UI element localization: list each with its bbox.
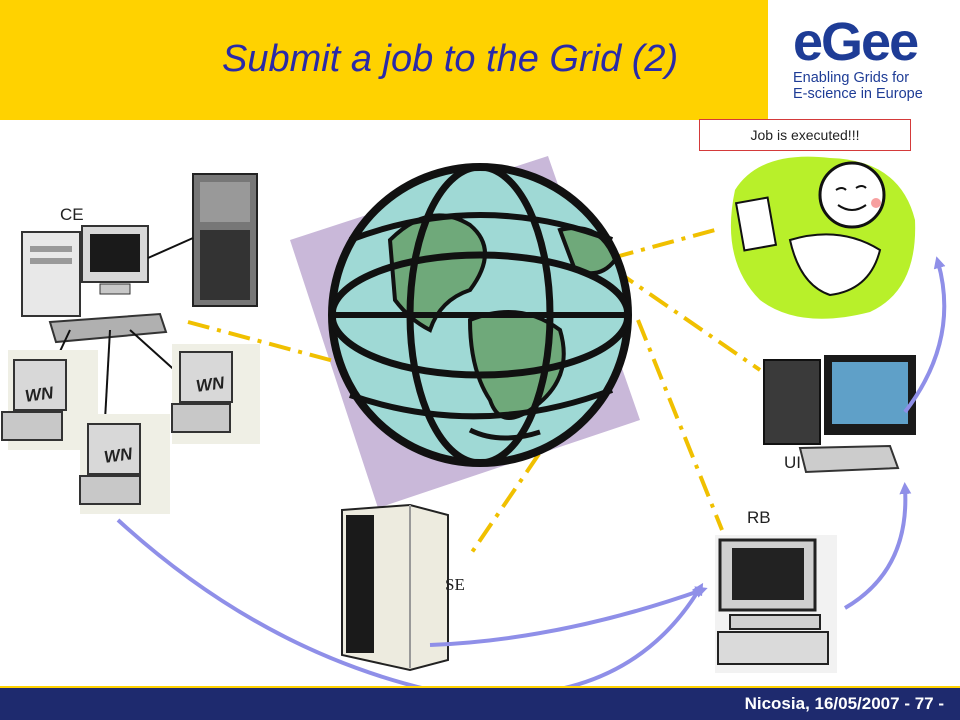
header-band bbox=[0, 0, 768, 120]
label-wn-2: WN bbox=[194, 373, 226, 396]
link-globe-rb bbox=[636, 319, 724, 531]
label-wn-3: WN bbox=[102, 444, 134, 467]
rb-computer bbox=[715, 535, 837, 673]
ce-computer bbox=[21, 225, 168, 344]
egee-logo: eGee bbox=[793, 12, 919, 72]
logo-area bbox=[768, 0, 960, 120]
logo-tagline-line2: E-science in Europe bbox=[793, 86, 923, 102]
label-se: SE bbox=[445, 575, 465, 594]
network-links bbox=[187, 228, 762, 557]
link-ce-globe bbox=[187, 320, 346, 366]
footer-bar bbox=[0, 688, 960, 720]
arrow-ui-to-user bbox=[903, 256, 947, 414]
ui-computer bbox=[763, 355, 916, 474]
tower-server bbox=[192, 173, 258, 307]
logo-tagline-line1: Enabling Grids for bbox=[793, 70, 910, 86]
arrow-rb-to-ui bbox=[843, 482, 912, 610]
link-globe-ui bbox=[613, 268, 762, 372]
ce-cables bbox=[54, 237, 194, 421]
se-storage bbox=[341, 503, 449, 672]
footer-accent-line bbox=[0, 686, 960, 688]
footer-text: Nicosia, 16/05/2007 - 77 - bbox=[744, 694, 944, 713]
label-rb: RB bbox=[747, 508, 771, 527]
user-at-computer bbox=[730, 156, 916, 319]
worker-node-3 bbox=[79, 414, 170, 514]
link-globe-user bbox=[611, 228, 716, 260]
slide-title: Submit a job to the Grid (2) bbox=[222, 38, 679, 80]
label-ui: UI bbox=[784, 453, 801, 472]
arrow-se-to-rb bbox=[429, 586, 708, 647]
globe-icon bbox=[328, 163, 632, 467]
worker-node-2 bbox=[171, 344, 260, 444]
logo-tagline: Enabling Grids for E-science in Europe bbox=[793, 70, 923, 102]
label-wn-1: WN bbox=[23, 383, 55, 406]
label-ce: CE bbox=[60, 205, 84, 224]
status-message-box: Job is executed!!! bbox=[699, 119, 911, 151]
